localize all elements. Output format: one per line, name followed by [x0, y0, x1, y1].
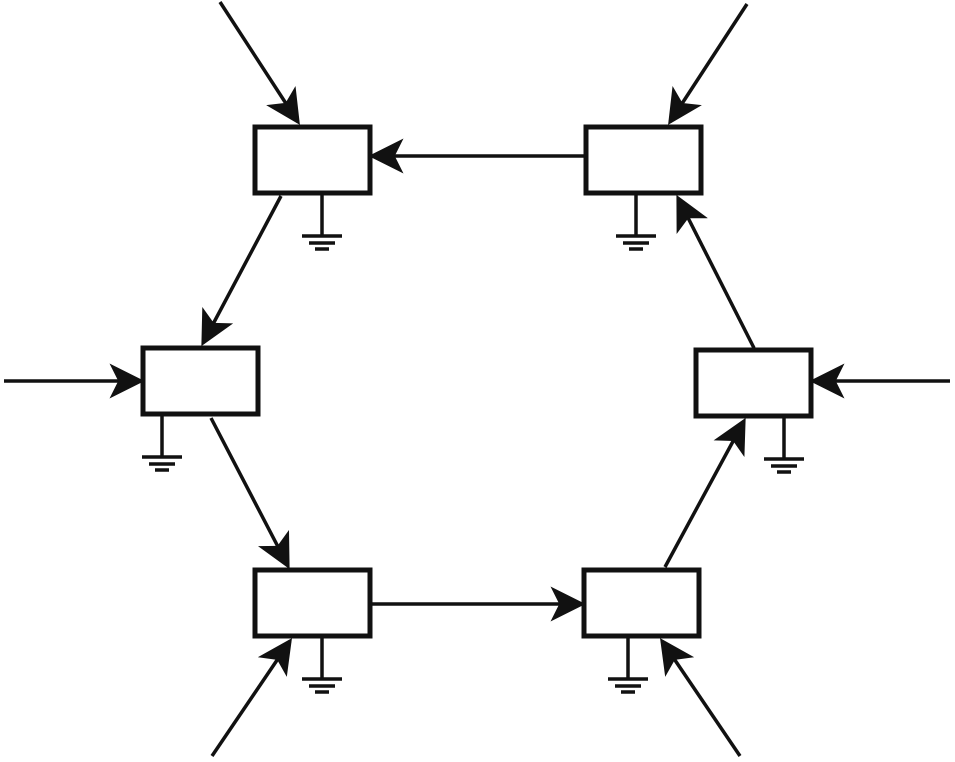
edge-mid-right-to-top-right [676, 194, 756, 349]
input-arrow-top-left [218, 1, 300, 125]
ground-icon [302, 193, 342, 251]
ring-edges [201, 138, 756, 622]
node-box-top-right [583, 124, 704, 196]
edge-top-left-to-mid-left [201, 195, 283, 347]
input-arrow-bottom-right [660, 638, 742, 757]
ground-icon [608, 636, 648, 694]
ground-icon [142, 414, 182, 472]
external-inputs [4, 1, 950, 757]
edge-mid-left-to-bottom-left [209, 417, 290, 570]
node-box-bottom-right [581, 567, 702, 639]
ground-symbols [142, 193, 804, 694]
input-arrow-bottom-left [210, 638, 292, 757]
node-box-mid-right [693, 347, 814, 419]
ring-nodes [140, 124, 814, 639]
ground-icon [616, 193, 656, 251]
node-box-bottom-left [252, 567, 373, 639]
ground-icon [764, 416, 804, 474]
node-box-mid-left [140, 345, 261, 417]
node-box-top-left [252, 124, 373, 196]
input-arrow-top-right [668, 3, 749, 125]
edge-bottom-right-to-mid-right [663, 417, 746, 568]
ground-icon [302, 636, 342, 694]
